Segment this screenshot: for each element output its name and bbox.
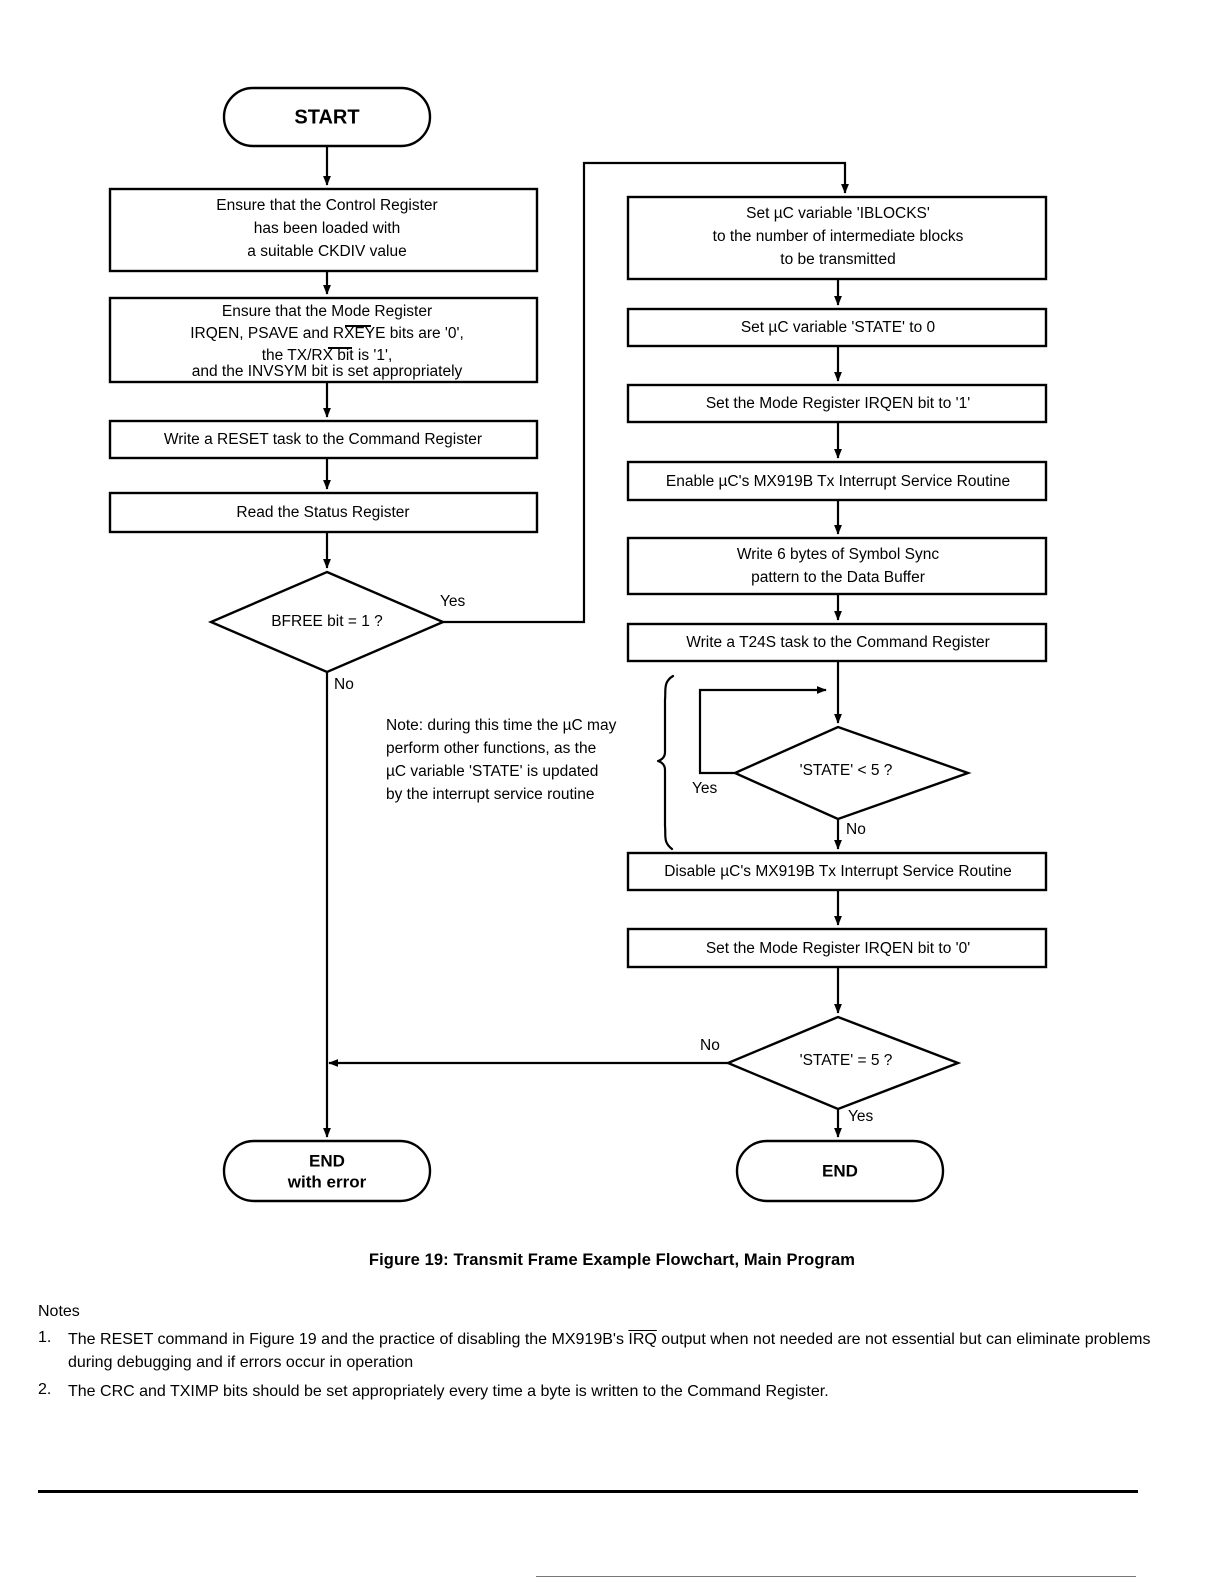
node-state-eq5-decision: 'STATE' = 5 ? (724, 1015, 962, 1111)
node-ctrl-reg-line-3: a suitable CKDIV value (247, 243, 406, 260)
node-iblocks-line-2: to the number of intermediate blocks (713, 228, 964, 245)
note-number: 1. (38, 1329, 52, 1346)
node-t24s-task-label: Write a T24S task to the Command Registe… (686, 634, 990, 651)
annotation-line-1: Note: during this time the µC may (386, 717, 617, 734)
node-irqen-one-label: Set the Mode Register IRQEN bit to '1' (706, 395, 970, 412)
note-body: The RESET command in Figure 19 and the p… (68, 1329, 1178, 1374)
edge-label-state-lt5-yes: Yes (692, 780, 718, 797)
notes-section: Notes 1. The RESET command in Figure 19 … (38, 1303, 1178, 1411)
node-reset-task: Write a RESET task to the Command Regist… (108, 419, 539, 460)
node-enable-isr: Enable µC's MX919B Tx Interrupt Service … (626, 460, 1048, 502)
node-ctrl-reg-line-1: Ensure that the Control Register (216, 197, 437, 214)
note-body-pre: The CRC and TXIMP bits should be set app… (68, 1383, 829, 1401)
edge-state-lt5-yes-loop (698, 686, 827, 775)
node-symbol-sync-line-1: Write 6 bytes of Symbol Sync (737, 546, 939, 563)
note-item: 1. The RESET command in Figure 19 and th… (38, 1329, 1178, 1374)
node-start: START (222, 86, 432, 148)
node-state-zero-label: Set µC variable 'STATE' to 0 (741, 319, 936, 336)
note-number: 2. (38, 1381, 52, 1399)
note-overlined-irq: IRQ (628, 1331, 657, 1348)
node-state-zero: Set µC variable 'STATE' to 0 (626, 307, 1048, 348)
node-read-status-label: Read the Status Register (236, 504, 409, 521)
node-mode-reg-line-4: and the INVSYM bit is set appropriately (192, 363, 463, 380)
node-mode-reg-line-3: the TX/RX bit is '1', (262, 347, 393, 364)
edge-label-state-lt5-no: No (846, 821, 866, 838)
edge-label-state-eq5-yes: Yes (848, 1108, 874, 1125)
node-mode-reg-line-2: IRQEN, PSAVE and RXEYE bits are '0', (190, 325, 464, 342)
node-irqen-zero: Set the Mode Register IRQEN bit to '0' (626, 927, 1048, 969)
node-reset-task-label: Write a RESET task to the Command Regist… (164, 431, 482, 448)
edge-label-bfree-yes: Yes (440, 593, 466, 610)
annotation-line-2: perform other functions, as the (386, 740, 596, 757)
node-state-eq5-label: 'STATE' = 5 ? (800, 1052, 893, 1069)
annotation-brace (656, 674, 675, 851)
node-mode-reg: Ensure that the Mode Register IRQEN, PSA… (108, 296, 539, 384)
node-read-status: Read the Status Register (108, 491, 539, 534)
node-t24s-task: Write a T24S task to the Command Registe… (626, 622, 1048, 663)
node-iblocks: Set µC variable 'IBLOCKS' to the number … (626, 195, 1048, 281)
node-start-label: START (294, 106, 359, 128)
figure-caption: Figure 19: Transmit Frame Example Flowch… (368, 1251, 856, 1269)
node-disable-isr-label: Disable µC's MX919B Tx Interrupt Service… (664, 863, 1012, 880)
note-body: The CRC and TXIMP bits should be set app… (68, 1381, 1178, 1404)
node-iblocks-line-3: to be transmitted (780, 251, 895, 268)
node-bfree-label: BFREE bit = 1 ? (271, 613, 383, 630)
node-bfree-decision: BFREE bit = 1 ? (207, 570, 447, 674)
node-iblocks-line-1: Set µC variable 'IBLOCKS' (746, 205, 930, 222)
node-disable-isr: Disable µC's MX919B Tx Interrupt Service… (626, 851, 1048, 892)
node-state-lt5-label: 'STATE' < 5 ? (800, 762, 893, 779)
node-mode-reg-line-1: Ensure that the Mode Register (222, 303, 432, 320)
node-ctrl-reg-line-2: has been loaded with (254, 220, 401, 237)
footer-rule (38, 1490, 1138, 1493)
node-end-error: END with error (222, 1139, 432, 1203)
node-end-error-line-2: with error (287, 1172, 367, 1191)
note-body-post: output when not needed are not essential… (68, 1331, 1151, 1371)
annotation-line-3: µC variable 'STATE' is updated (386, 763, 598, 780)
node-irqen-zero-label: Set the Mode Register IRQEN bit to '0' (706, 940, 970, 957)
annotation-note: Note: during this time the µC may perfor… (386, 717, 617, 803)
edge-label-bfree-no: No (334, 676, 354, 693)
node-symbol-sync: Write 6 bytes of Symbol Sync pattern to … (626, 536, 1048, 596)
node-end-ok: END (735, 1139, 945, 1203)
edge-bfree-yes (443, 161, 849, 624)
node-enable-isr-label: Enable µC's MX919B Tx Interrupt Service … (666, 473, 1010, 490)
node-state-lt5-decision: 'STATE' < 5 ? (732, 725, 972, 821)
node-end-error-line-1: END (309, 1151, 345, 1170)
notes-heading: Notes (38, 1303, 80, 1320)
node-ctrl-reg: Ensure that the Control Register has bee… (108, 187, 539, 273)
page-bottom-rule (536, 1576, 1136, 1577)
edge-label-state-eq5-no: No (700, 1037, 720, 1054)
note-item: 2. The CRC and TXIMP bits should be set … (38, 1381, 1178, 1404)
node-end-ok-label: END (822, 1161, 858, 1180)
node-symbol-sync-line-2: pattern to the Data Buffer (751, 569, 925, 586)
annotation-line-4: by the interrupt service routine (386, 786, 595, 803)
note-body-pre: The RESET command in Figure 19 and the p… (68, 1331, 629, 1348)
node-irqen-one: Set the Mode Register IRQEN bit to '1' (626, 383, 1048, 424)
